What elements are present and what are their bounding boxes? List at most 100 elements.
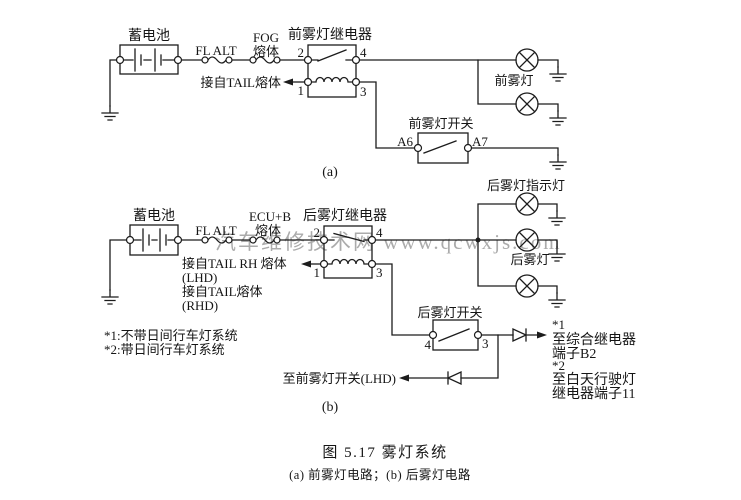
battery-label: 蓄电池 [128, 28, 170, 44]
from-tail-rh-variant-label: (LHD) [182, 270, 217, 285]
relay-coil-icon [310, 76, 354, 83]
relay-terminal [303, 77, 313, 87]
wire [477, 239, 517, 287]
relay-coil-icon [326, 258, 370, 265]
switch-terminal-a7-label: A7 [472, 134, 488, 149]
dest1-star-label: *1 [552, 317, 565, 332]
from-tail-rh-fuse-label: 接自TAIL RH 熔体 [182, 256, 287, 271]
battery-terminal [173, 235, 183, 245]
relay-terminal-3-label: 3 [360, 84, 367, 99]
ground-icon [101, 105, 119, 121]
relay-terminal [319, 259, 329, 269]
relay-contact-icon [326, 232, 370, 243]
ecu-b-fuse-label-line1: ECU+B [249, 209, 291, 224]
ecu-b-fuse-label-line2: 熔体 [255, 223, 281, 238]
switch-terminal [463, 143, 473, 153]
relay-label: 前雾灯继电器 [288, 26, 372, 43]
figure-title: 图 5.17 雾灯系统 [322, 444, 447, 461]
arrow-left-icon [301, 260, 311, 268]
battery-terminal [115, 55, 125, 65]
diode-right-icon [512, 327, 528, 343]
figure-caption: 图 5.17 雾灯系统 (a) 前雾灯电路；(b) 后雾灯电路 [289, 444, 471, 482]
wire [477, 203, 517, 241]
relay-contact-icon [310, 49, 354, 62]
ground-icon [101, 289, 119, 305]
from-tail-variant-label: (RHD) [182, 298, 218, 313]
battery-terminal [173, 55, 183, 65]
battery-label: 蓄电池 [133, 208, 175, 224]
dest2-star-label: *2 [552, 358, 565, 373]
arrow-right-icon [537, 331, 547, 339]
rear-fog-lamp-icon [515, 274, 539, 298]
relay-terminal-2-label: 2 [298, 45, 305, 60]
relay-terminal [351, 77, 361, 87]
front-fog-lamps-label: 前雾灯 [494, 73, 533, 88]
switch-terminal [428, 330, 438, 340]
arrow-left-icon [399, 374, 409, 382]
to-front-fog-switch-label: 至前雾灯开关(LHD) [283, 371, 396, 386]
note1-label: *1:不带日间行车灯系统 [104, 328, 238, 343]
wire [537, 285, 558, 294]
ground-icon [549, 154, 567, 170]
sublabel-b: (b) [322, 400, 339, 415]
battery-symbol-icon [122, 48, 176, 72]
front-fog-lamp-icon [515, 92, 539, 116]
relay-box [307, 44, 357, 98]
switch-terminal-4-label: 4 [425, 337, 432, 352]
note2-label: *2:带日间行车灯系统 [104, 342, 225, 357]
circuit-a: 蓄电池 FL ALT FOG 熔体 前雾灯继电器 2 4 1 3 接自TAIL熔… [101, 26, 567, 180]
relay-terminal-1-label: 1 [298, 83, 305, 98]
arrow-left-icon [283, 78, 293, 86]
wire [537, 103, 559, 112]
fusible-link-label: FL ALT [195, 223, 236, 238]
diode-left-icon [446, 370, 462, 386]
relay-terminal [319, 235, 329, 245]
switch-terminal [473, 330, 483, 340]
switch-terminal [413, 143, 423, 153]
rear-fog-indicator-label: 后雾灯指示灯 [487, 178, 565, 193]
relay-terminal-3-label: 3 [376, 265, 383, 280]
relay-terminal-4-label: 4 [360, 45, 367, 60]
switch-terminal-a6-label: A6 [397, 134, 413, 149]
wire [470, 147, 559, 156]
relay-terminal [367, 259, 377, 269]
rear-fog-lamps-label: 后雾灯 [510, 252, 549, 267]
wire [109, 59, 118, 107]
dest2-line2-label: 继电器端子11 [552, 386, 635, 402]
relay-terminal-1-label: 1 [314, 265, 321, 280]
dest2-line1-label: 至白天行驶灯 [552, 372, 636, 388]
front-fog-lamp-icon [515, 48, 539, 72]
ground-icon [549, 66, 567, 82]
switch-box [417, 132, 469, 164]
dest1-line1-label: 至综合继电器 [552, 332, 636, 348]
wire [109, 239, 128, 291]
switch-blade-icon [438, 328, 470, 342]
wire [537, 239, 558, 248]
relay-terminal-2-label: 2 [314, 225, 321, 240]
relay-terminal [303, 55, 313, 65]
relay-box [323, 225, 373, 279]
wire [358, 81, 416, 149]
fog-fuse-label-line2: 熔体 [253, 44, 279, 59]
battery-symbol-icon [132, 228, 176, 252]
switch-label: 后雾灯开关 [417, 305, 482, 320]
ground-icon [548, 292, 566, 308]
wire [537, 59, 559, 68]
diode-right-icon [525, 328, 538, 342]
diode-left-icon [408, 371, 449, 385]
relay-terminal [367, 235, 377, 245]
from-tail-fuse-label: 接自TAIL熔体 [182, 284, 263, 299]
from-tail-fuse-label: 接自TAIL熔体 [200, 75, 281, 90]
wire [537, 203, 558, 212]
wire [477, 59, 517, 105]
switch-blade-icon [423, 140, 457, 154]
relay-terminal [351, 55, 361, 65]
relay-label: 后雾灯继电器 [303, 208, 387, 224]
fusible-link-label: FL ALT [195, 43, 236, 58]
dest1-line2-label: 端子B2 [552, 346, 596, 362]
figure-subtitle: (a) 前雾灯电路；(b) 后雾灯电路 [289, 467, 471, 482]
battery-terminal [125, 235, 135, 245]
ground-icon [549, 110, 567, 126]
